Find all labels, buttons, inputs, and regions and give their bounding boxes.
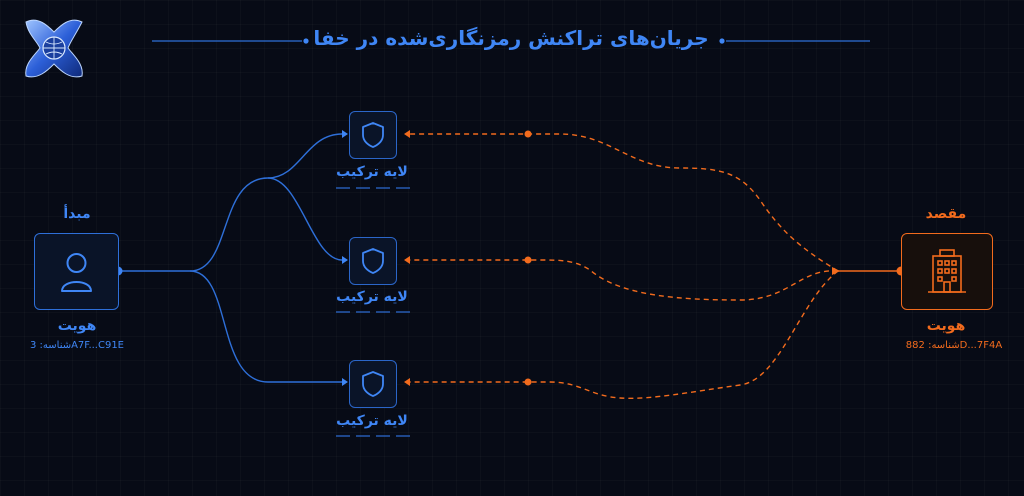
layer-node-2	[349, 237, 397, 285]
arrow-to-layer-2	[342, 256, 348, 264]
arrow-dest-to-layer-3	[404, 378, 410, 386]
shield-icon	[362, 248, 384, 274]
dest-mid-dot-2	[524, 256, 532, 264]
dest-mid-dot-3	[524, 378, 532, 386]
title-dot-left	[303, 38, 309, 44]
globe-logo-icon	[25, 19, 83, 78]
title-dot-right	[719, 38, 725, 44]
arrow-to-layer-3	[342, 378, 348, 386]
origin-heading: مبدأ	[63, 206, 91, 222]
destination-heading: مقصد	[925, 206, 967, 222]
destination-id: شناسه: 882D...7F4A	[905, 340, 1003, 351]
layer-label-1: لایه ترکیب	[336, 164, 408, 180]
origin-link-top-inner	[267, 177, 343, 261]
destination-label: هویت	[926, 318, 966, 334]
destination-node	[901, 233, 993, 310]
dest-link-middle	[410, 259, 839, 301]
shield-icon	[362, 122, 384, 148]
origin-label: هویت	[57, 318, 97, 334]
dest-link-top	[410, 133, 839, 272]
layer-node-3	[349, 360, 397, 408]
origin-id: شناسه: 3A7F...C91E	[29, 340, 125, 351]
dest-link-bottom	[410, 270, 839, 399]
origin-link-bottom	[189, 270, 342, 383]
title-bar: جریان‌های تراکنش رمزنگاری‌شده در خفا	[150, 22, 872, 58]
arrow-dest-to-layer-1	[404, 130, 410, 138]
user-icon	[61, 253, 92, 292]
shield-icon	[362, 371, 384, 397]
origin-node	[34, 233, 119, 310]
diagram-title: جریان‌های تراکنش رمزنگاری‌شده در خفا	[313, 26, 709, 50]
layer-label-2: لایه ترکیب	[336, 289, 408, 305]
building-icon	[928, 249, 966, 293]
dest-merge-arrow	[832, 267, 840, 275]
arrow-dest-to-layer-2	[404, 256, 410, 264]
origin-link-top	[119, 133, 343, 272]
layer-node-1	[349, 111, 397, 159]
dest-mid-dot-1	[524, 130, 532, 138]
arrow-to-layer-1	[342, 130, 348, 138]
layer-label-3: لایه ترکیب	[336, 413, 408, 429]
